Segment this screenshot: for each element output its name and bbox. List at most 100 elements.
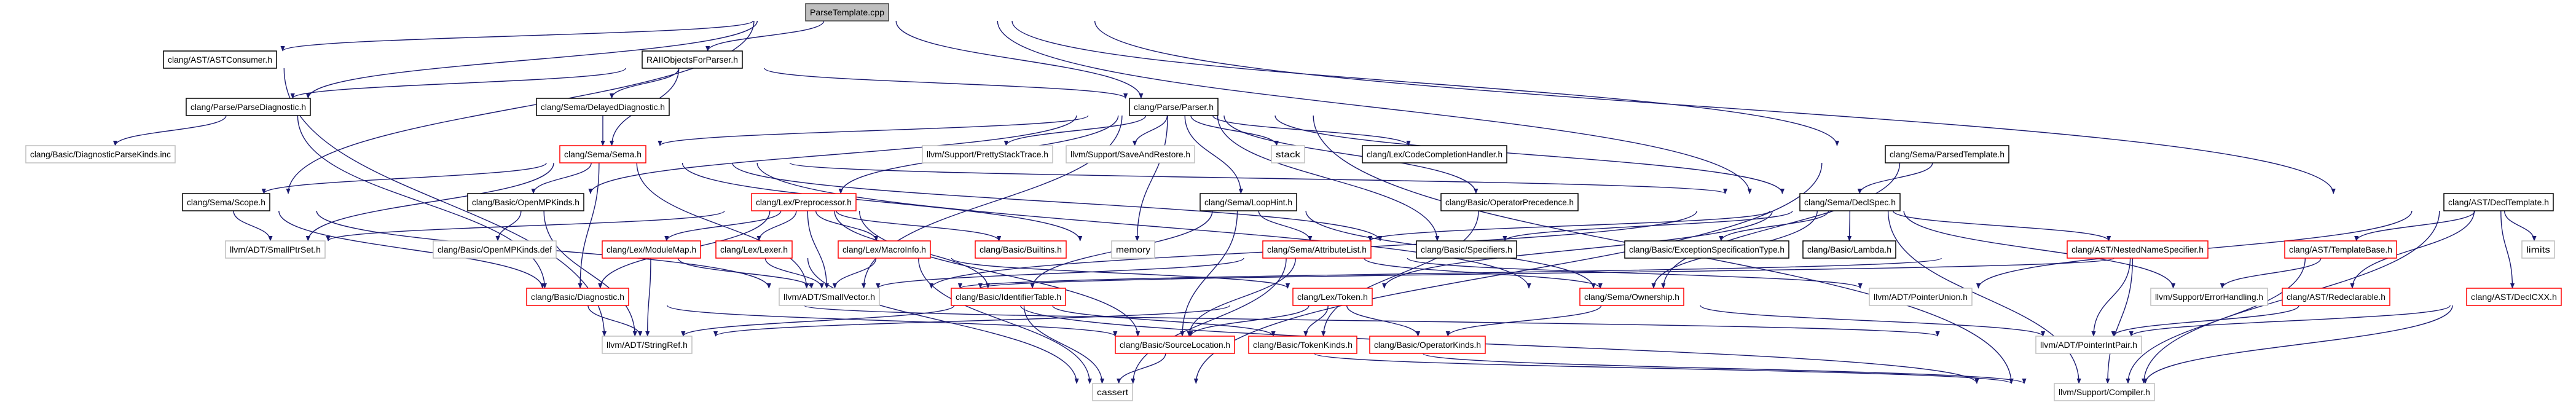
node-tokenkinds[interactable]: clang/Basic/TokenKinds.h [1248, 336, 1357, 354]
node-label: memory [1116, 245, 1150, 254]
node-parsediag[interactable]: clang/Parse/ParseDiagnostic.h [186, 98, 311, 116]
edge-declspec-to-attrlist [1368, 210, 1771, 242]
node-smallptrset[interactable]: llvm/ADT/SmallPtrSet.h [225, 240, 326, 259]
edge-parser-to-stack [1190, 115, 1279, 146]
edge-macroinfo-to-smallvector [832, 258, 877, 289]
node-label: clang/AST/NestedNameSpecifier.h [2071, 245, 2204, 254]
node-decltemplate[interactable]: clang/AST/DeclTemplate.h [2443, 193, 2554, 211]
node-openmpkinds[interactable]: clang/Basic/OpenMPKinds.h [467, 193, 584, 211]
node-smallvector[interactable]: llvm/ADT/SmallVector.h [779, 288, 880, 306]
node-box [2035, 336, 2142, 354]
node-raii[interactable]: RAIIObjectsForParser.h [642, 50, 743, 69]
node-ownership[interactable]: clang/Sema/Ownership.h [1579, 288, 1684, 306]
node-diagnostic[interactable]: clang/Basic/Diagnostic.h [526, 288, 629, 306]
edge-raii-to-parser [764, 68, 1128, 99]
node-astconsumer[interactable]: clang/AST/ASTConsumer.h [163, 50, 277, 69]
node-box [1440, 193, 1579, 211]
node-box [2054, 383, 2155, 401]
node-parsedtemplate[interactable]: clang/Sema/ParsedTemplate.h [1885, 145, 2009, 163]
edge-sema-to-smallvector [636, 162, 809, 289]
node-cassert[interactable]: cassert [1092, 383, 1133, 401]
edge-token-to-tokenkinds [1303, 305, 1329, 337]
node-box [2282, 288, 2390, 306]
edge-modulemap-to-stringref [645, 258, 651, 337]
node-loophint[interactable]: clang/Sema/LoopHint.h [1200, 193, 1297, 211]
node-attrlist[interactable]: clang/Sema/AttributeList.h [1262, 240, 1372, 259]
node-codecompl[interactable]: clang/Lex/CodeCompletionHandler.h [1362, 145, 1507, 163]
node-modulemap[interactable]: clang/Lex/ModuleMap.h [602, 240, 701, 259]
node-declcxx[interactable]: clang/AST/DeclCXX.h [2466, 288, 2562, 306]
node-label: clang/AST/TemplateBase.h [2289, 245, 2392, 254]
node-box [1869, 288, 1973, 306]
node-box [467, 193, 584, 211]
node-identtable[interactable]: clang/Basic/IdentifierTable.h [951, 288, 1066, 306]
node-declspec[interactable]: clang/Sema/DeclSpec.h [1799, 193, 1901, 211]
node-box [433, 240, 557, 259]
edge-preprocessor-to-smallptrset [326, 210, 725, 242]
node-box [602, 336, 693, 354]
node-specifiers[interactable]: clang/Basic/Specifiers.h [1416, 240, 1517, 259]
node-label: clang/Sema/DeclSpec.h [1804, 197, 1896, 207]
node-opkinds[interactable]: clang/Basic/OperatorKinds.h [1369, 336, 1486, 354]
edge-diagnostic-to-sourceloc [667, 305, 1118, 337]
edge-nns-to-pointerintpair [2091, 258, 2131, 337]
edge-identtable-to-tokenkinds [1052, 305, 1276, 337]
node-box [2521, 240, 2555, 259]
node-root[interactable]: ParseTemplate.cpp [805, 3, 889, 22]
node-box [1362, 145, 1507, 163]
edge-openmpkinds-to-openmpdef [495, 210, 522, 242]
node-box [1579, 288, 1684, 306]
node-macroinfo[interactable]: clang/Lex/MacroInfo.h [838, 240, 931, 259]
node-redeclarable[interactable]: clang/AST/Redeclarable.h [2282, 288, 2390, 306]
node-nns[interactable]: clang/AST/NestedNameSpecifier.h [2067, 240, 2209, 259]
node-errorhandling[interactable]: llvm/Support/ErrorHandling.h [2150, 288, 2268, 306]
node-delayed[interactable]: clang/Sema/DelayedDiagnostic.h [536, 98, 670, 116]
edge-root-to-parser [895, 20, 1144, 99]
node-diagparsekinds[interactable]: clang/Basic/DiagnosticParseKinds.inc [25, 145, 176, 163]
edge-sema-to-scope [261, 162, 547, 194]
node-sema[interactable]: clang/Sema/Sema.h [559, 145, 646, 163]
node-compiler[interactable]: llvm/Support/Compiler.h [2054, 383, 2155, 401]
edge-parsedtemplate-to-declspec [1857, 162, 1933, 194]
node-memory[interactable]: memory [1111, 240, 1155, 259]
node-box [1416, 240, 1517, 259]
node-lambda[interactable]: clang/Basic/Lambda.h [1802, 240, 1896, 259]
node-box [2466, 288, 2562, 306]
node-sourceloc[interactable]: clang/Basic/SourceLocation.h [1115, 336, 1235, 354]
edge-preprocessor-to-modulemap [664, 210, 782, 242]
node-box [951, 288, 1066, 306]
edge-sema-to-specifiers [732, 162, 1383, 242]
node-parser[interactable]: clang/Parse/Parser.h [1129, 98, 1219, 116]
edge-smallvector-to-compiler [1020, 305, 1979, 384]
node-box [2443, 193, 2554, 211]
node-templatebase[interactable]: clang/AST/TemplateBase.h [2284, 240, 2397, 259]
edge-parser-to-loophint [1184, 115, 1243, 194]
node-excspec[interactable]: clang/Basic/ExceptionSpecificationType.h [1624, 240, 1789, 259]
node-pointerintpair[interactable]: llvm/ADT/PointerIntPair.h [2035, 336, 2142, 354]
edge-sema-to-memory [681, 162, 1083, 242]
node-lexer[interactable]: clang/Lex/Lexer.h [715, 240, 793, 259]
node-limits[interactable]: limits [2521, 240, 2555, 259]
node-openmpdef[interactable]: clang/Basic/OpenMPKinds.def [433, 240, 557, 259]
edge-declcxx-to-pointerintpair [2129, 305, 2451, 337]
node-box [2284, 240, 2397, 259]
edge-lexer-to-cassert [807, 258, 1079, 384]
node-box [1115, 336, 1235, 354]
node-builtins[interactable]: clang/Basic/Builtins.h [975, 240, 1067, 259]
node-box [559, 145, 646, 163]
node-pointerunion[interactable]: llvm/ADT/PointerUnion.h [1869, 288, 1973, 306]
node-saverestore[interactable]: llvm/Support/SaveAndRestore.h [1066, 145, 1195, 163]
node-scope[interactable]: clang/Sema/Scope.h [182, 193, 270, 211]
node-label: clang/Basic/Specifiers.h [1421, 245, 1512, 254]
node-box [642, 50, 743, 69]
edge-sourceloc-to-cassert [1117, 353, 1166, 384]
node-box [536, 98, 670, 116]
node-box [602, 240, 701, 259]
edge-declspec-to-excspec [1719, 210, 1829, 242]
node-stringref[interactable]: llvm/ADT/StringRef.h [602, 336, 693, 354]
node-stack[interactable]: stack [1271, 145, 1305, 163]
node-token[interactable]: clang/Lex/Token.h [1292, 288, 1373, 306]
node-prettystack[interactable]: llvm/Support/PrettyStackTrace.h [922, 145, 1053, 163]
node-preprocessor[interactable]: clang/Lex/Preprocessor.h [751, 193, 857, 211]
node-opprec[interactable]: clang/Basic/OperatorPrecedence.h [1440, 193, 1579, 211]
